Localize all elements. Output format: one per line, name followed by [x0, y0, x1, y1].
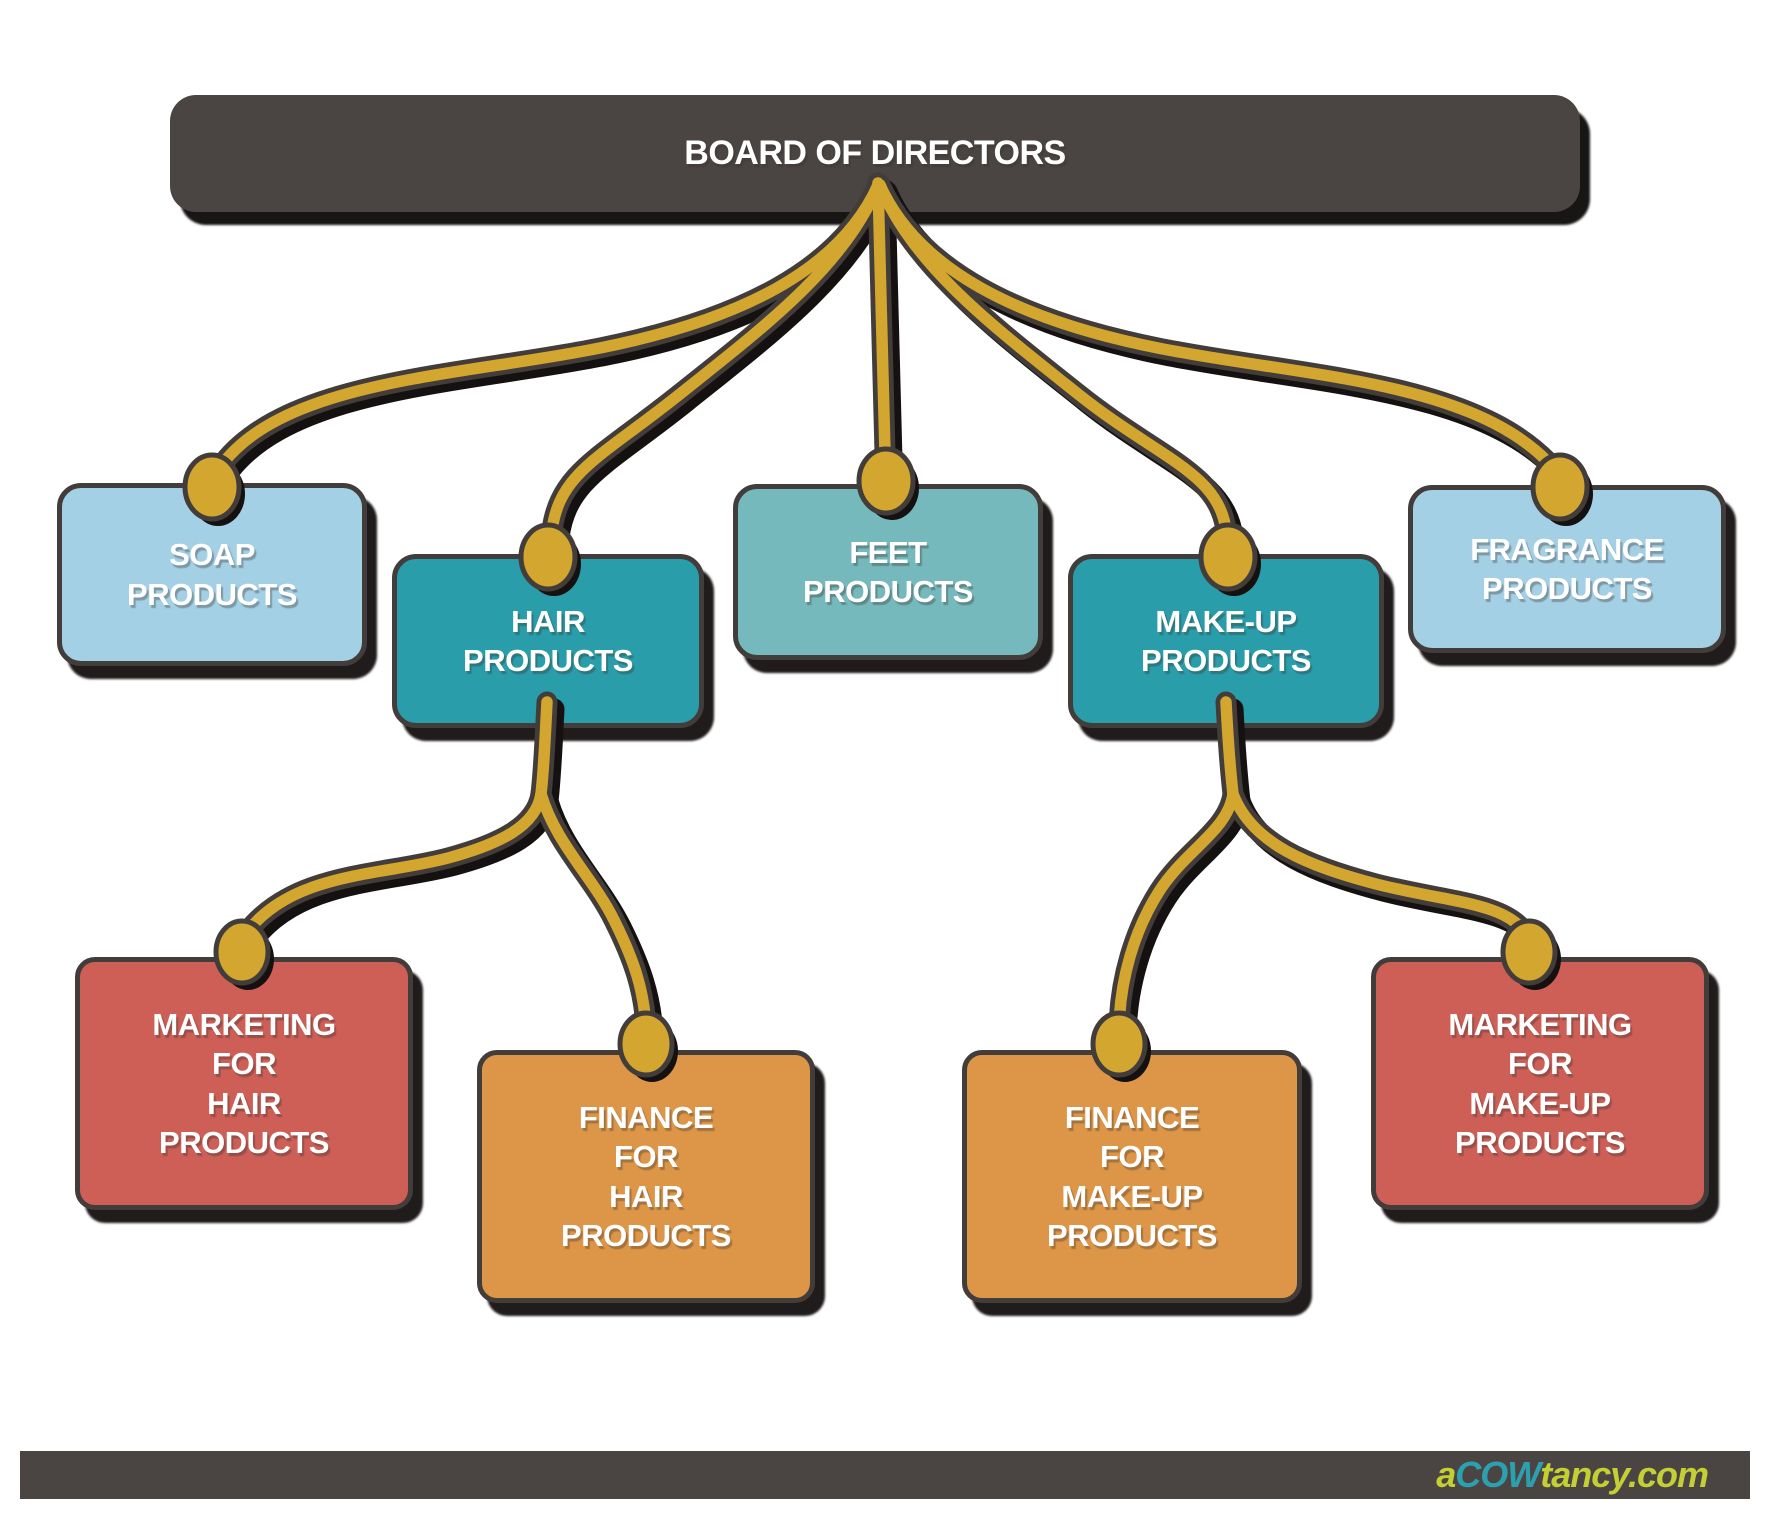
brand-logo: aCOWtancy.com [1436, 1454, 1709, 1496]
node-fragrance-products: FRAGRANCE PRODUCTS [1408, 485, 1726, 653]
node-marketing-for-hair-products: MARKETING FOR HAIR PRODUCTS [75, 957, 413, 1210]
edge-hair-finance-shadow [537, 790, 664, 1046]
edge-hair-marketing-outline [236, 783, 552, 943]
node-finance-for-makeup-products: FINANCE FOR MAKE-UP PRODUCTS [962, 1050, 1302, 1303]
edge-makeup-finance-outline [1108, 783, 1244, 1039]
edge-hair-marketing-shadow [243, 790, 559, 950]
node-label: FINANCE FOR MAKE-UP PRODUCTS [1047, 1100, 1217, 1253]
brand-logo-part-cow: COW [1455, 1454, 1541, 1495]
edge-makeup-marketing-shadow [1229, 790, 1544, 952]
edge-board-soap [218, 179, 884, 468]
node-label: MARKETING FOR HAIR PRODUCTS [152, 1007, 336, 1160]
edge-makeup-finance-shadow [1115, 790, 1251, 1046]
node-label: HAIR PRODUCTS [463, 603, 633, 678]
edge-hair-finance-outline [530, 783, 657, 1039]
edge-board-soap-shadow [220, 181, 896, 480]
node-feet-products: FEET PRODUCTS [733, 484, 1043, 660]
edge-board-makeup [874, 179, 1232, 536]
node-finance-for-hair-products: FINANCE FOR HAIR PRODUCTS [477, 1050, 815, 1303]
node-label: MAKE-UP PRODUCTS [1141, 603, 1311, 678]
node-label: SOAP PRODUCTS [127, 537, 297, 612]
node-marketing-for-makeup-products: MARKETING FOR MAKE-UP PRODUCTS [1371, 957, 1709, 1210]
footer-bar: aCOWtancy.com [20, 1451, 1750, 1499]
node-label: MARKETING FOR MAKE-UP PRODUCTS [1448, 1007, 1632, 1160]
edge-makeup-finance [1113, 788, 1239, 1034]
edge-board-fragrance-outline [869, 174, 1559, 473]
edge-board-soap-outline [213, 174, 889, 473]
edge-board-makeup-outline [869, 174, 1237, 541]
edge-board-hair [546, 179, 884, 536]
node-board-of-directors: BOARD OF DIRECTORS [170, 95, 1580, 212]
edge-board-fragrance [874, 179, 1554, 468]
node-makeup-products: MAKE-UP PRODUCTS [1068, 554, 1384, 728]
edge-board-feet-outline [867, 172, 896, 464]
edge-hair-marketing [241, 788, 547, 938]
node-label: FEET PRODUCTS [803, 534, 973, 609]
edge-makeup-marketing-outline [1222, 783, 1537, 945]
node-soap-products: SOAP PRODUCTS [57, 483, 367, 666]
node-label: BOARD OF DIRECTORS [684, 134, 1066, 173]
brand-logo-part-a: a [1436, 1454, 1456, 1495]
edge-board-feet-shadow [874, 179, 903, 471]
edge-makeup-marketing [1227, 788, 1532, 940]
brand-logo-part-tancy: tancy.com [1540, 1454, 1709, 1495]
edge-board-hair-outline [541, 174, 889, 541]
node-hair-products: HAIR PRODUCTS [392, 554, 704, 728]
edge-board-fragrance-shadow [876, 181, 1566, 480]
node-label: FRAGRANCE PRODUCTS [1470, 531, 1664, 606]
edge-hair-finance [535, 788, 652, 1034]
edge-board-feet [872, 177, 891, 459]
node-label: FINANCE FOR HAIR PRODUCTS [561, 1100, 731, 1253]
